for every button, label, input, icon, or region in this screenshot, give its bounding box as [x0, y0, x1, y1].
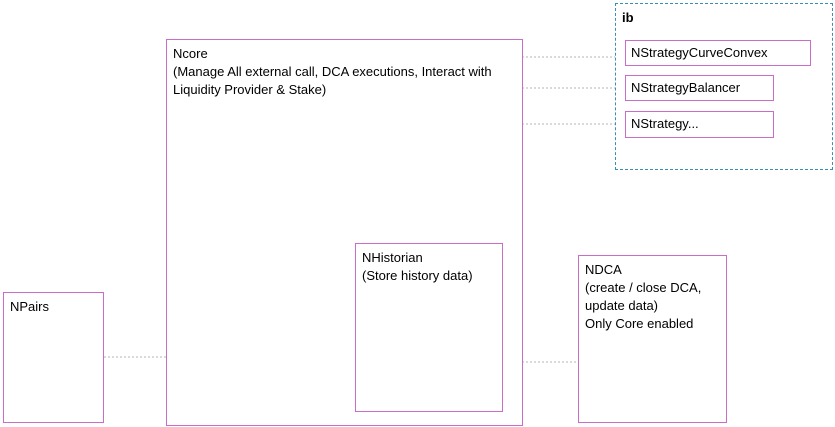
ndca-node: NDCA (create / close DCA, update data) O…	[578, 255, 727, 423]
nhistorian-node: NHistorian (Store history data)	[355, 243, 503, 412]
npairs-node: NPairs	[3, 292, 104, 423]
strategy-balancer-node: NStrategyBalancer	[625, 75, 774, 101]
strategy-curve-convex-node: NStrategyCurveConvex	[625, 40, 811, 66]
ib-group-label: ib	[622, 10, 634, 25]
strategy-other-node: NStrategy...	[625, 111, 774, 138]
